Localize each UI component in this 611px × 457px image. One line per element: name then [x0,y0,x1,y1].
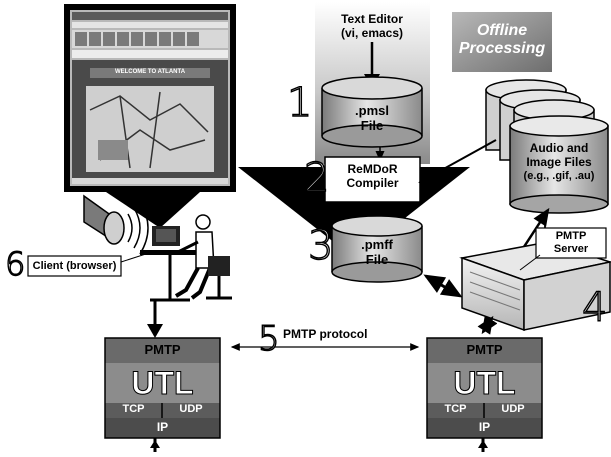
stack-right-pmtp: PMTP [466,342,503,357]
media-to-compiler-arrow [418,139,497,183]
step-number-2: 2 [303,155,330,201]
browser-window [64,4,236,192]
speaker-icon [83,194,149,255]
compiler-label: ReMDoR Compiler [325,162,420,191]
compiler-line1: ReMDoR [347,162,398,176]
media-line2: Image Files [526,154,592,169]
monitor-pointer [106,192,200,228]
step-number-4: 4 [581,285,608,331]
stack-right-tcp: TCP [444,403,467,415]
protocol-stack-left [104,337,221,439]
pmtp-server-label: PMTP Server [536,230,606,255]
server-line2: Server [553,242,589,255]
pmsl-line2: File [360,117,384,133]
offline-banner-label: Offline Processing [456,22,548,59]
stack-left-tcp: TCP [122,403,145,415]
stack-left-udp: UDP [179,403,203,415]
stack-left-utl: UTL [131,365,194,401]
protocol-label: PMTP protocol [283,327,368,341]
pmsl-file-label: .pmsl File [322,103,422,134]
server-stack-arrow [477,315,498,335]
pmsl-line1: .pmsl [355,103,389,118]
media-line3: (e.g., .gif, .au) [523,169,595,182]
stack-right-ip: IP [478,420,491,434]
media-line1: Audio and [529,141,589,155]
stack-right-udp: UDP [501,403,525,415]
text-editor-line2: (vi, emacs) [340,25,404,40]
offline-banner [452,12,552,72]
pmff-server-arrow [423,274,463,298]
offline-line1: Offline [476,22,528,39]
client-callout [27,255,122,277]
pmff-line2: File [365,251,389,267]
stack-right-utl: UTL [453,365,516,401]
user-at-desk-icon [140,214,232,302]
pmsl-file-cylinder [321,76,423,148]
step-number-6: 6 [4,245,26,283]
stack-left-ip: IP [156,420,169,434]
browser-page-title: WELCOME TO ATLANTA [114,69,186,75]
step-number-3: 3 [307,223,334,269]
client-label: Client (browser) [32,260,117,272]
text-editor-label: Text Editor (vi, emacs) [322,12,422,41]
text-editor-line1: Text Editor [341,12,403,26]
offline-line2: Processing [458,40,546,58]
stack-left-pmtp: PMTP [144,342,181,357]
compiler-line2: Compiler [346,175,399,190]
server-callout [535,227,607,259]
pmff-file-cylinder [331,215,423,283]
media-files-label: Audio and Image Files (e.g., .gif, .au) [508,141,610,182]
protocol-stack-right [426,337,543,439]
media-files-stack [485,79,609,214]
step-number-1: 1 [286,80,313,126]
pmff-file-label: .pmff File [332,237,422,268]
pmff-line1: .pmff [361,237,393,252]
server-line1: PMTP [555,230,587,242]
step-number-5: 5 [257,319,280,359]
